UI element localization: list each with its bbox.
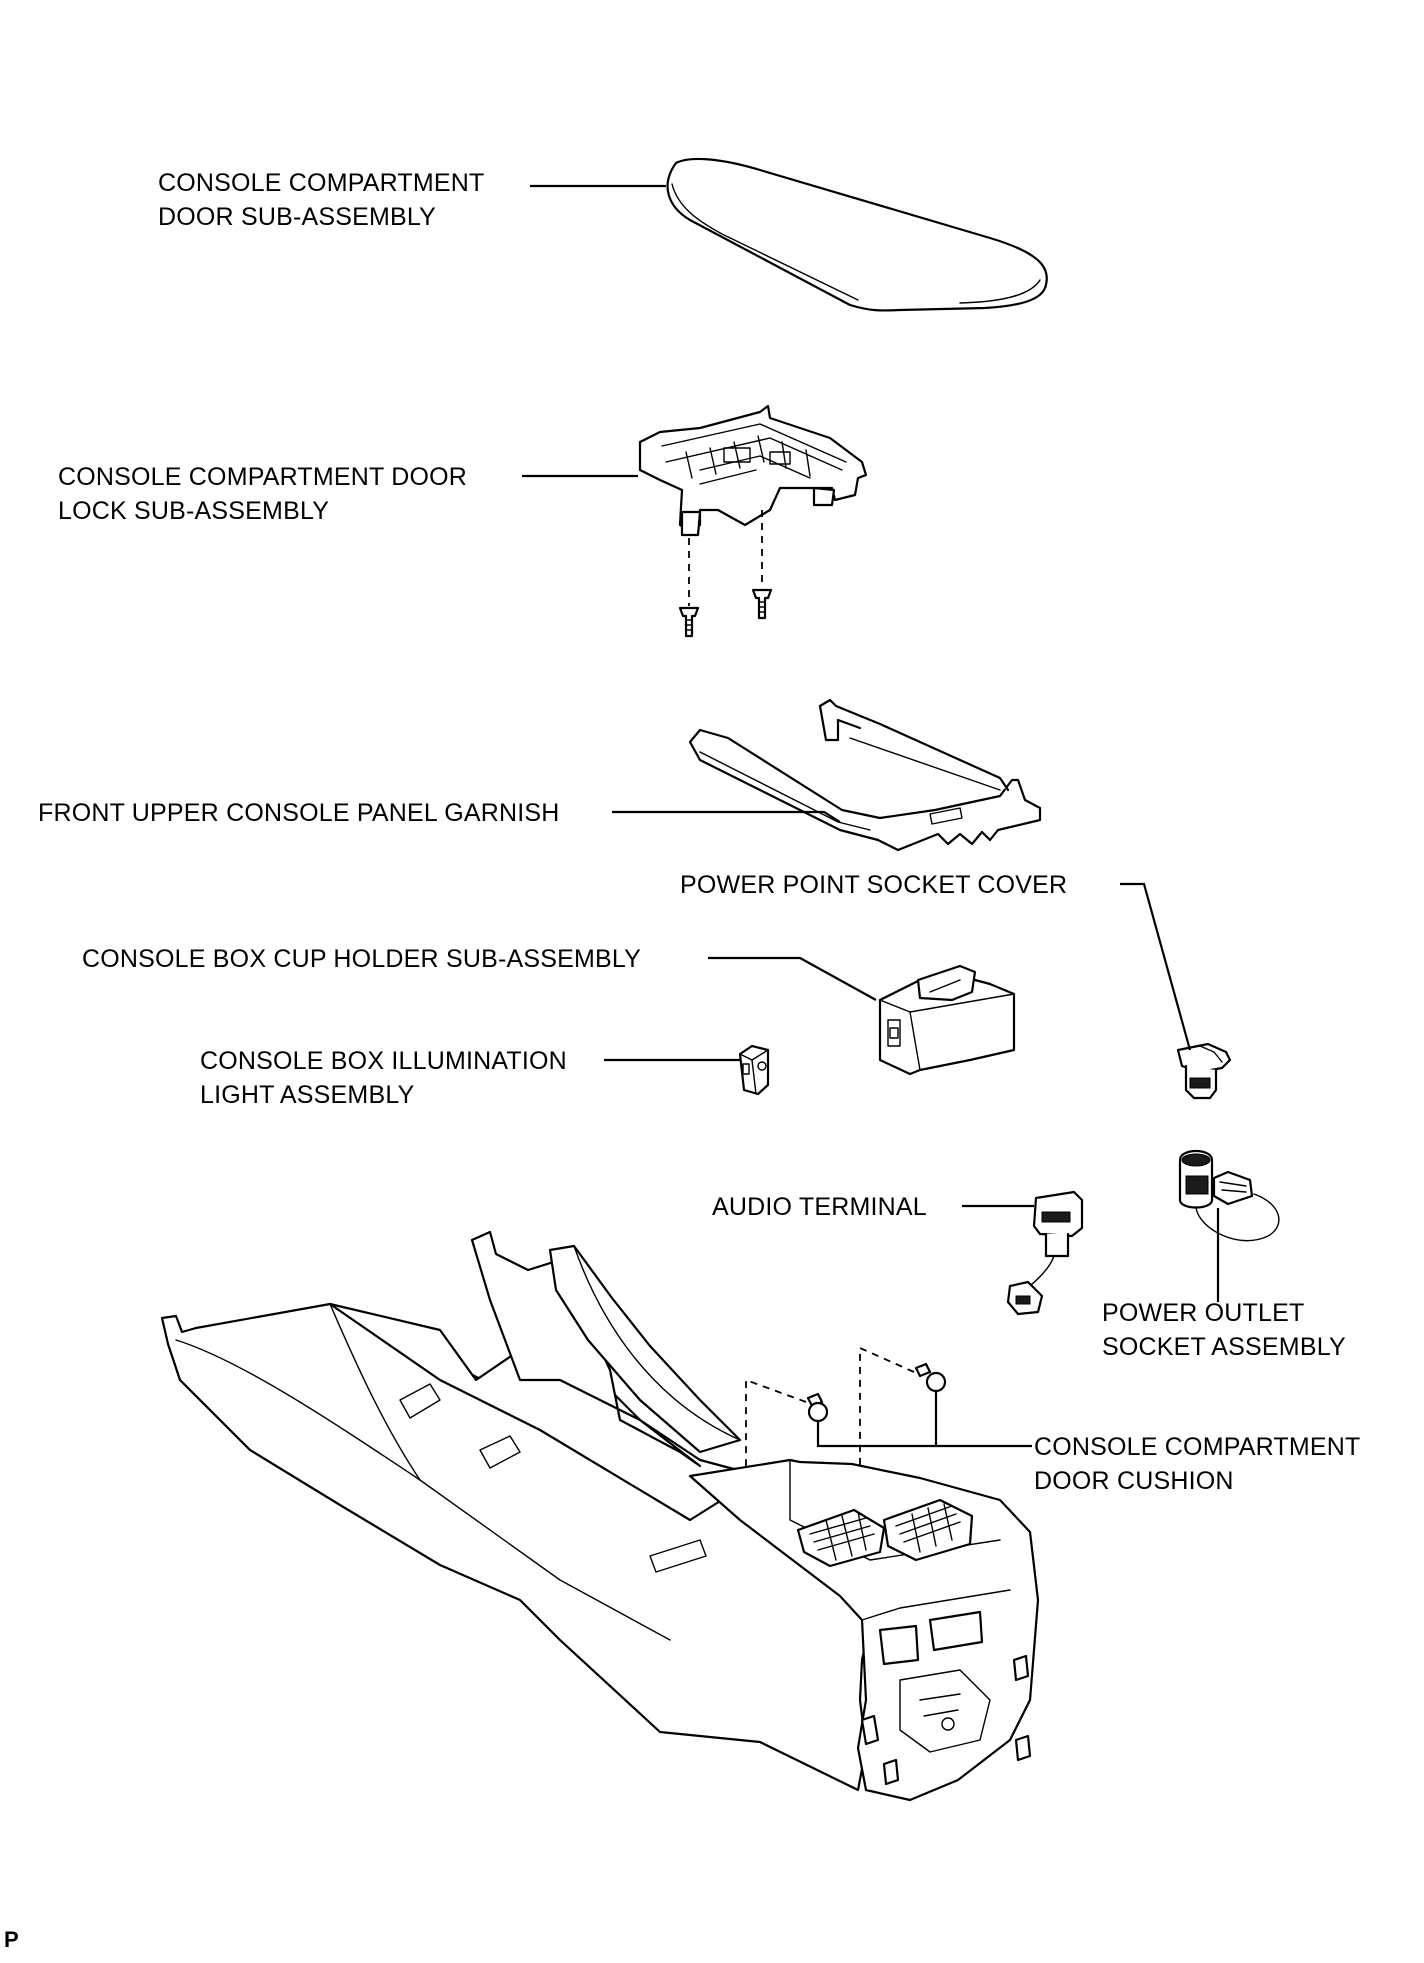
label-illumination-line-1: CONSOLE BOX ILLUMINATION — [200, 1047, 567, 1075]
label-cup-holder-line-1: CONSOLE BOX CUP HOLDER SUB-ASSEMBLY — [82, 945, 642, 973]
label-cup-holder-sub-assembly: CONSOLE BOX CUP HOLDER SUB-ASSEMBLY — [82, 942, 641, 976]
front-upper-garnish-part — [688, 698, 1042, 852]
label-power-point-socket-cover-line-1: POWER POINT SOCKET COVER — [680, 871, 1068, 899]
console-box-part — [160, 1230, 1040, 1802]
label-illumination-line-2: LIGHT ASSEMBLY — [200, 1081, 415, 1109]
audio-terminal-part — [1006, 1190, 1084, 1316]
label-front-upper-garnish-line-1: FRONT UPPER CONSOLE PANEL GARNISH — [38, 799, 560, 827]
label-power-outlet-line-1: POWER OUTLET — [1102, 1299, 1305, 1327]
console-compartment-door-part — [666, 157, 1048, 312]
door-lock-sub-assembly-part — [638, 404, 868, 537]
label-power-point-socket-cover: POWER POINT SOCKET COVER — [680, 868, 1067, 902]
label-illumination-light-assembly: CONSOLE BOX ILLUMINATION LIGHT ASSEMBLY — [200, 1044, 567, 1112]
label-front-upper-garnish: FRONT UPPER CONSOLE PANEL GARNISH — [38, 796, 560, 830]
label-power-outlet-line-2: SOCKET ASSEMBLY — [1102, 1333, 1346, 1361]
label-door-lock-line-2: LOCK SUB-ASSEMBLY — [58, 497, 330, 525]
door-cushion-left-part — [806, 1392, 829, 1423]
screw-right — [751, 588, 773, 620]
door-cushion-right-part — [914, 1362, 947, 1393]
label-audio-terminal-line-1: AUDIO TERMINAL — [712, 1193, 927, 1221]
label-door-sub-assembly: CONSOLE COMPARTMENT DOOR SUB-ASSEMBLY — [158, 166, 485, 234]
label-door-lock-line-1: CONSOLE COMPARTMENT DOOR — [58, 463, 468, 491]
label-door-lock-sub-assembly: CONSOLE COMPARTMENT DOOR LOCK SUB-ASSEMB… — [58, 460, 467, 528]
power-point-socket-cover-part — [1176, 1042, 1232, 1100]
power-outlet-socket-part — [1178, 1149, 1280, 1242]
label-door-sub-assembly-line-1: CONSOLE COMPARTMENT — [158, 169, 485, 197]
label-power-outlet-socket-assembly: POWER OUTLET SOCKET ASSEMBLY — [1102, 1296, 1346, 1364]
label-door-cushion-line-1: CONSOLE COMPARTMENT — [1034, 1433, 1361, 1461]
label-audio-terminal: AUDIO TERMINAL — [712, 1190, 927, 1224]
label-door-sub-assembly-line-2: DOOR SUB-ASSEMBLY — [158, 203, 436, 231]
label-door-cushion: CONSOLE COMPARTMENT DOOR CUSHION — [1034, 1430, 1361, 1498]
screw-left — [678, 606, 700, 638]
label-door-cushion-line-2: DOOR CUSHION — [1034, 1467, 1234, 1495]
cup-holder-sub-assembly-part — [878, 964, 1016, 1076]
leader-lines — [522, 184, 1220, 1448]
corner-mark: P — [4, 1927, 19, 1952]
illumination-light-part — [738, 1044, 770, 1096]
